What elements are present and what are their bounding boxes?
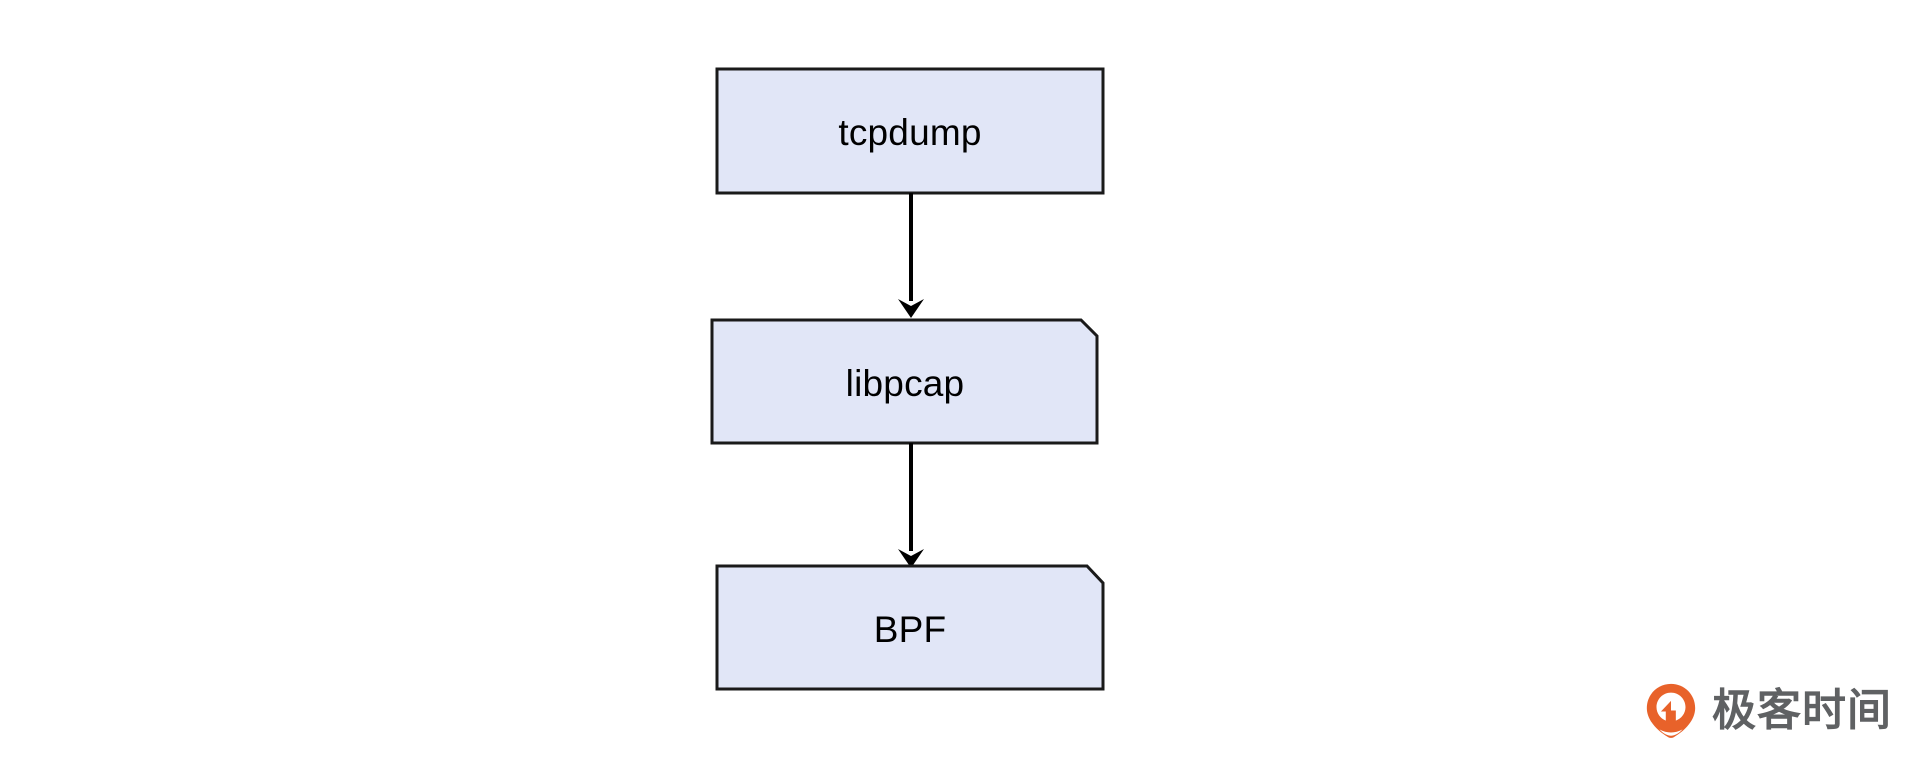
node-bpf[interactable] <box>715 564 1105 691</box>
edge-tcpdump-to-libpcap <box>898 193 924 318</box>
node-tcpdump[interactable] <box>715 67 1105 195</box>
watermark-text: 极客时间 <box>1712 685 1892 736</box>
edge-libpcap-to-bpf <box>898 443 924 568</box>
geektime-logo-icon <box>1646 683 1696 738</box>
node-libpcap[interactable] <box>710 318 1099 445</box>
watermark: 极客时间 <box>1642 680 1892 742</box>
